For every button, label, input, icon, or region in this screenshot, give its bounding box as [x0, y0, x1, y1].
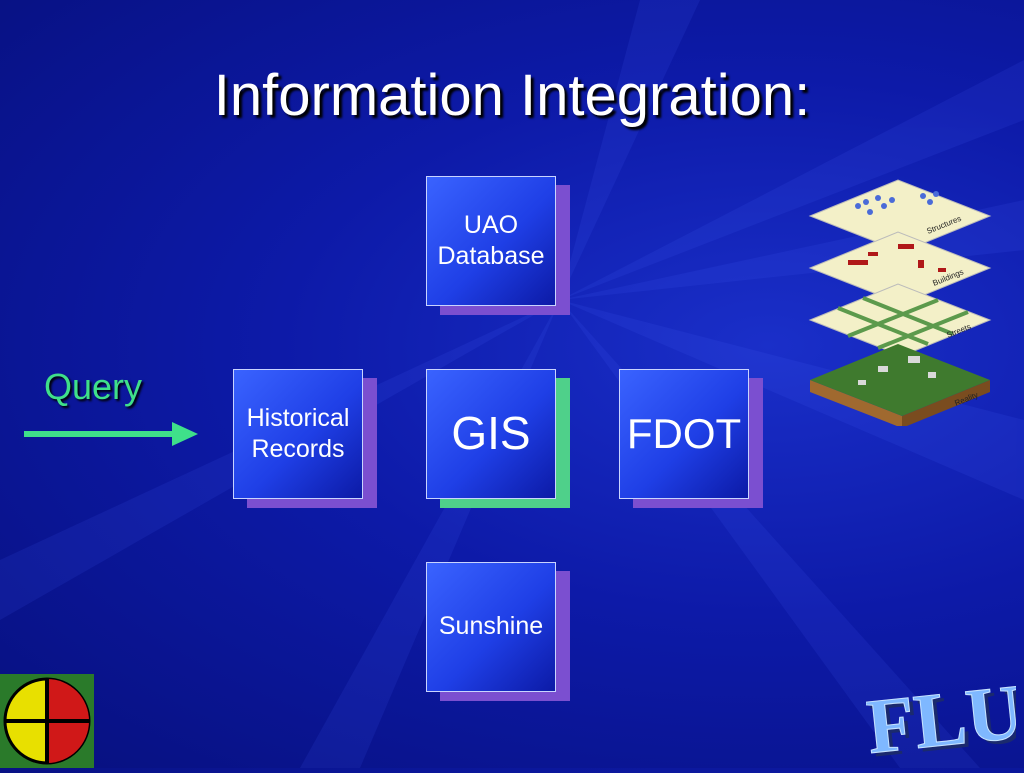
fdot-box: FDOT	[619, 369, 763, 508]
gis-label: GIS	[451, 407, 531, 460]
slide-title: Information Integration:	[213, 63, 811, 128]
structures-layer: Structures	[808, 179, 992, 253]
streets-layer: Streets	[808, 283, 992, 357]
box-face: Historical Records	[233, 369, 363, 499]
sunshine-label: Sunshine	[438, 612, 544, 641]
flug-text: FLUG	[866, 664, 1016, 764]
gis-layers-illustration: Structures Buildings Streets Reality	[808, 179, 992, 426]
uao-database-box: UAO Database	[426, 176, 570, 315]
uao-database-label: UAO Database	[437, 210, 545, 270]
historical-records-box: Historical Records	[233, 369, 377, 508]
crosshair-logo-icon	[3, 677, 91, 765]
historical-records-label: Historical Records	[246, 403, 350, 463]
reality-layer: Reality	[810, 344, 990, 426]
sunshine-box: Sunshine	[426, 562, 570, 701]
box-face: UAO Database	[426, 176, 556, 306]
organization-logo	[0, 674, 94, 768]
fdot-label: FDOT	[626, 409, 742, 457]
box-face: Sunshine	[426, 562, 556, 692]
box-face: GIS	[426, 369, 556, 499]
gis-box: GIS	[426, 369, 570, 508]
box-face: FDOT	[619, 369, 749, 499]
query-arrow-icon	[24, 422, 198, 446]
query-label: Query	[44, 366, 143, 407]
flug-logo: FLUG FLUG	[866, 664, 1016, 764]
